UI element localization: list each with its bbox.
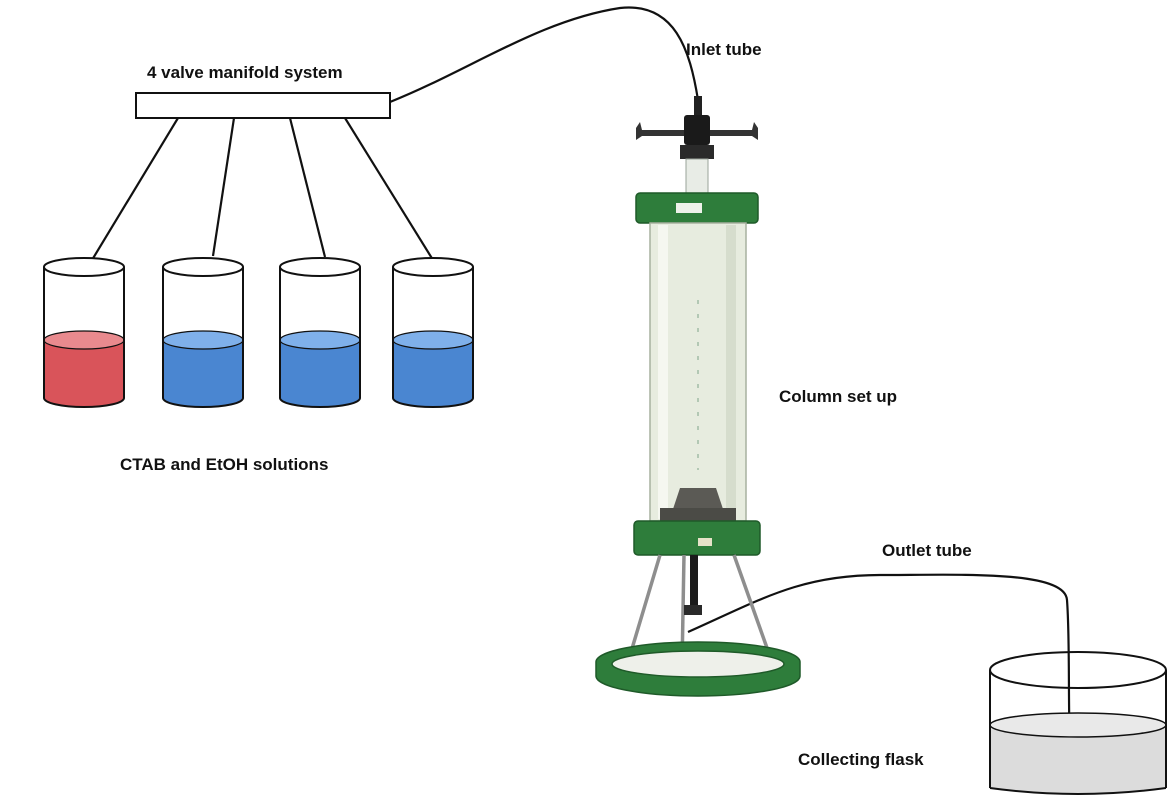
beaker-3-rim	[279, 257, 361, 277]
manifold-lines	[91, 117, 434, 261]
beaker-2-liquid	[163, 340, 243, 407]
outlet-stopcock	[684, 605, 702, 615]
beaker-3	[279, 257, 361, 408]
column-bed	[672, 488, 724, 512]
flask-rim	[989, 651, 1167, 689]
inlet-tube	[389, 6, 700, 104]
column-shade	[726, 225, 736, 519]
outlet-tube	[687, 573, 1072, 756]
beaker-4-liquid	[393, 340, 473, 407]
beaker-1	[43, 257, 125, 408]
flange-fitting	[698, 538, 712, 546]
beaker-4-bottom	[392, 397, 474, 408]
collecting-flask-label: Collecting flask	[798, 750, 924, 769]
manifold-box	[135, 92, 391, 119]
beaker-4-liquid-surface	[392, 330, 474, 350]
beaker-2	[162, 257, 244, 408]
beaker-1-rim	[43, 257, 125, 277]
beaker-4-rim	[392, 257, 474, 277]
outlet-tube-label: Outlet tube	[882, 541, 972, 560]
flask-bottom	[989, 787, 1167, 795]
valve-handle-left-icon	[636, 122, 684, 140]
valve-head	[684, 115, 710, 145]
beaker-2-rim	[162, 257, 244, 277]
solutions-label: CTAB and EtOH solutions	[120, 455, 328, 474]
beaker-2-liquid-surface	[162, 330, 244, 350]
flask-liquid-surface	[989, 712, 1167, 738]
base-ring	[595, 641, 801, 697]
flange-label-plate	[676, 203, 702, 213]
beaker-4	[392, 257, 474, 408]
column-bed-base	[660, 508, 736, 521]
beaker-3-liquid-surface	[279, 330, 361, 350]
beaker-2-bottom	[162, 397, 244, 408]
manifold-label: 4 valve manifold system	[147, 63, 343, 82]
column-setup	[595, 96, 801, 697]
outlet-stem	[690, 555, 698, 605]
valve-stem	[685, 158, 709, 194]
column-highlight	[658, 225, 668, 519]
bottom-flange	[633, 520, 761, 556]
collecting-flask	[989, 651, 1167, 795]
valve-collar	[680, 145, 714, 159]
beaker-1-liquid	[44, 340, 124, 407]
beaker-1-liquid-surface	[43, 330, 125, 350]
flask-liquid	[990, 725, 1166, 794]
inlet-nozzle	[694, 96, 702, 116]
beaker-1-bottom	[43, 397, 125, 408]
inlet-tube-label: Inlet tube	[686, 40, 762, 59]
valve-handle-right-icon	[710, 122, 758, 140]
beaker-3-bottom	[279, 397, 361, 408]
beaker-3-liquid	[280, 340, 360, 407]
column-setup-label: Column set up	[779, 387, 897, 406]
beaker-group	[43, 257, 474, 408]
